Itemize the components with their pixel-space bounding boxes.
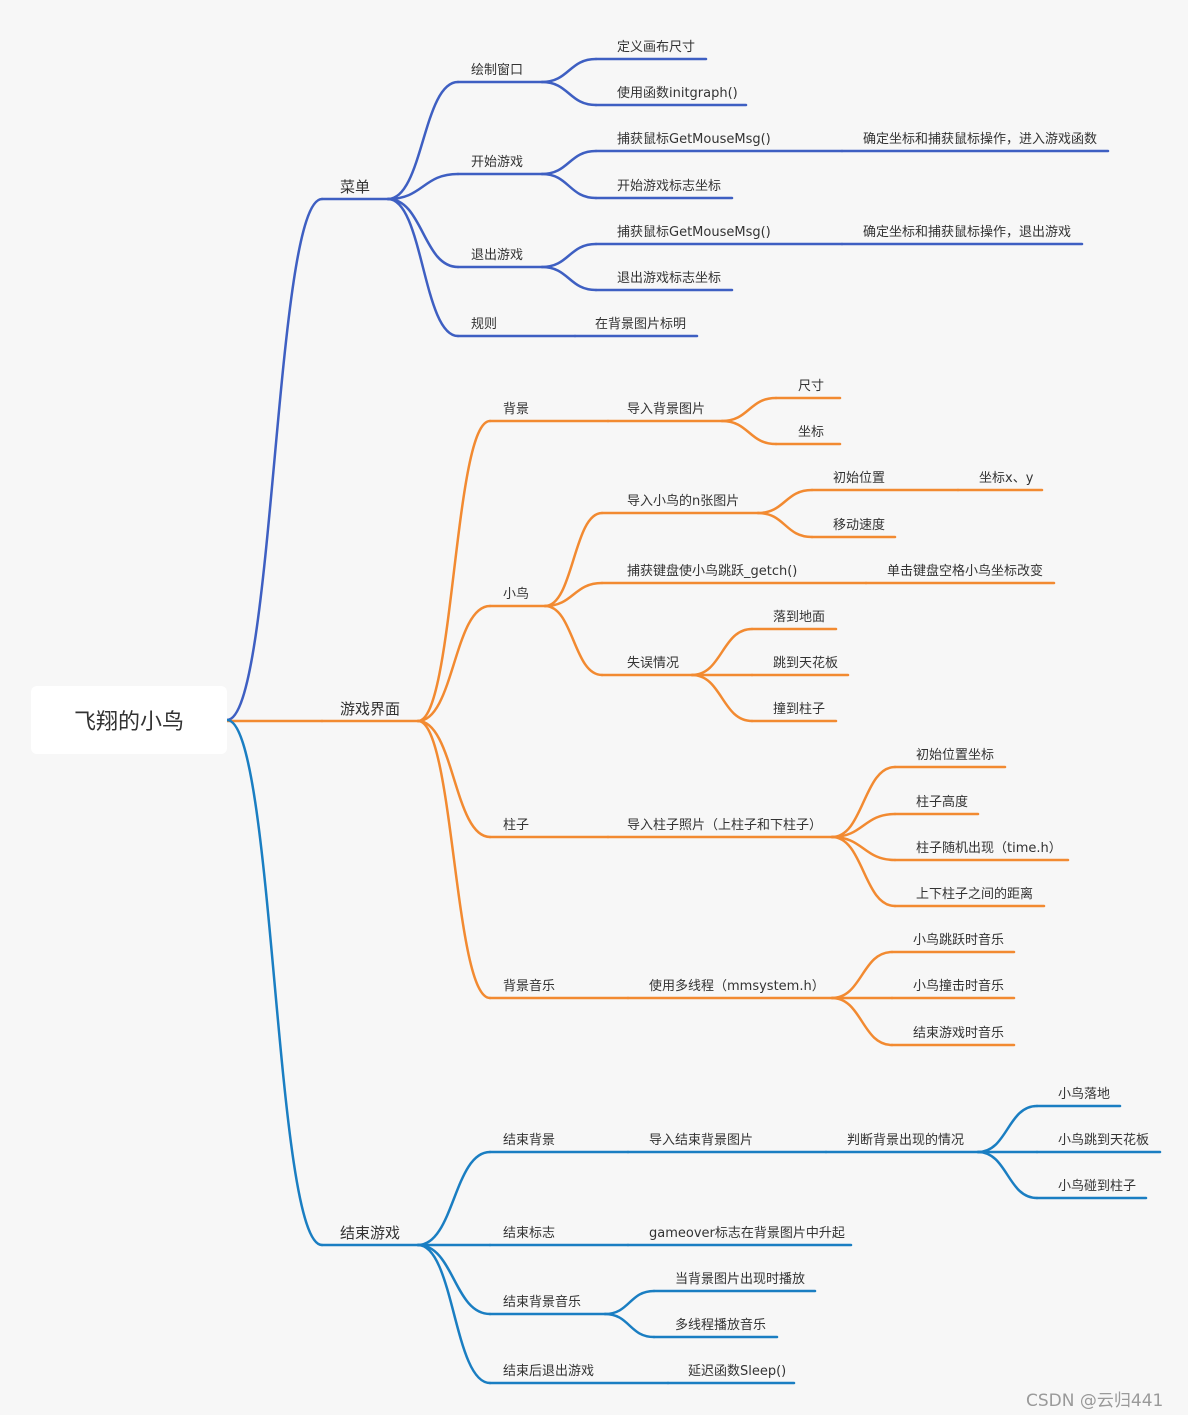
root-node[interactable]: 飞翔的小鸟 <box>31 686 227 754</box>
node-m2a[interactable]: 捕获鼠标GetMouseMsg() <box>617 132 771 147</box>
node-m3[interactable]: 退出游戏 <box>471 248 524 263</box>
node-g2a2[interactable]: 移动速度 <box>833 518 886 533</box>
node-g3a[interactable]: 导入柱子照片（上柱子和下柱子） <box>627 818 823 833</box>
connector-g2a <box>543 511 604 608</box>
connector-e1b3 <box>976 1150 1039 1200</box>
node-e1b2[interactable]: 小鸟跳到天花板 <box>1058 1133 1150 1148</box>
node-e4a[interactable]: 延迟函数Sleep() <box>688 1364 787 1379</box>
root-label: 飞翔的小鸟 <box>73 710 184 735</box>
node-m2[interactable]: 开始游戏 <box>471 155 524 170</box>
node-g4[interactable]: 背景音乐 <box>503 979 556 994</box>
connector-g3a4 <box>830 835 897 908</box>
node-e1[interactable]: 结束背景 <box>503 1133 556 1148</box>
node-g3[interactable]: 柱子 <box>503 818 530 833</box>
node-g1a1[interactable]: 尺寸 <box>798 379 825 394</box>
connector-g1 <box>416 419 492 723</box>
connector-m4 <box>386 197 460 338</box>
connector-e3a <box>603 1289 656 1316</box>
connector-g3a2 <box>830 812 897 839</box>
connector-m2 <box>386 172 460 201</box>
node-m1[interactable]: 绘制窗口 <box>471 63 524 78</box>
connector-g4a1 <box>830 950 894 1000</box>
connector-g2a1 <box>756 488 814 515</box>
connector-g2 <box>416 604 492 723</box>
node-m3b[interactable]: 退出游戏标志坐标 <box>617 271 722 286</box>
node-e[interactable]: 结束游戏 <box>340 1224 401 1242</box>
connector-g3 <box>416 719 492 839</box>
connector-g2b <box>543 581 604 608</box>
node-g2a1x[interactable]: 坐标x、y <box>979 471 1034 486</box>
node-m3a1[interactable]: 确定坐标和捕获鼠标操作，退出游戏 <box>863 225 1072 240</box>
node-e1b3[interactable]: 小鸟碰到柱子 <box>1058 1179 1137 1194</box>
node-g3a2[interactable]: 柱子高度 <box>916 795 969 810</box>
node-e2[interactable]: 结束标志 <box>503 1226 556 1241</box>
connector-g1a1 <box>720 396 778 423</box>
node-m4a[interactable]: 在背景图片标明 <box>595 317 687 332</box>
node-g4a1[interactable]: 小鸟跳跃时音乐 <box>913 933 1005 948</box>
connector-m3 <box>386 197 460 269</box>
node-e3a[interactable]: 当背景图片出现时播放 <box>675 1272 806 1287</box>
node-e2a[interactable]: gameover标志在背景图片中升起 <box>649 1226 845 1241</box>
watermark: CSDN @云归441 <box>1026 1391 1164 1411</box>
connector-e3 <box>416 1243 492 1316</box>
connector-m1a <box>540 57 598 84</box>
node-e3b[interactable]: 多线程播放音乐 <box>675 1318 767 1333</box>
connector-g2a2 <box>756 511 814 539</box>
connector-m2b <box>540 172 598 200</box>
node-g2[interactable]: 小鸟 <box>503 587 530 602</box>
connector-e3b <box>603 1312 656 1339</box>
node-g2a[interactable]: 导入小鸟的n张图片 <box>627 494 740 509</box>
connector-e1b1 <box>976 1104 1039 1154</box>
node-m1b[interactable]: 使用函数initgraph() <box>617 86 738 101</box>
connector-g1a2 <box>720 419 778 446</box>
connector-g2c1 <box>690 627 754 677</box>
node-g1a[interactable]: 导入背景图片 <box>627 402 706 417</box>
node-g1a2[interactable]: 坐标 <box>798 425 825 440</box>
node-g4a3[interactable]: 结束游戏时音乐 <box>913 1026 1005 1041</box>
connector-m1b <box>540 80 598 107</box>
node-e4[interactable]: 结束后退出游戏 <box>503 1364 595 1379</box>
connector-g2c3 <box>690 673 754 723</box>
connector-m3a <box>540 242 598 269</box>
node-e1b1[interactable]: 小鸟落地 <box>1058 1087 1111 1102</box>
node-m1a[interactable]: 定义画布尺寸 <box>617 40 696 55</box>
node-g3a1[interactable]: 初始位置坐标 <box>916 748 995 763</box>
node-g3a3[interactable]: 柱子随机出现（time.h） <box>916 841 1062 856</box>
connector-m1 <box>386 80 460 201</box>
node-g4a2[interactable]: 小鸟撞击时音乐 <box>913 979 1005 994</box>
node-e1a[interactable]: 导入结束背景图片 <box>649 1133 754 1148</box>
node-g2c3[interactable]: 撞到柱子 <box>773 702 826 717</box>
node-m2a1[interactable]: 确定坐标和捕获鼠标操作，进入游戏函数 <box>863 132 1098 147</box>
connector-g4a3 <box>830 996 894 1047</box>
node-m[interactable]: 菜单 <box>340 178 371 196</box>
node-m4[interactable]: 规则 <box>471 317 498 332</box>
node-e1b[interactable]: 判断背景出现的情况 <box>847 1133 965 1148</box>
connector-m2a <box>540 149 598 176</box>
node-m2b[interactable]: 开始游戏标志坐标 <box>617 179 722 194</box>
node-g2b[interactable]: 捕获键盘使小鸟跳跃_getch() <box>627 564 798 579</box>
connector-g4 <box>416 719 492 1000</box>
node-g2c2[interactable]: 跳到天花板 <box>773 656 839 671</box>
connector-m <box>225 197 324 722</box>
connector-e <box>225 718 324 1247</box>
node-g2a1[interactable]: 初始位置 <box>833 471 886 486</box>
node-g[interactable]: 游戏界面 <box>340 700 401 718</box>
node-e3[interactable]: 结束背景音乐 <box>503 1295 582 1310</box>
connector-m3b <box>540 265 598 292</box>
node-g3a4[interactable]: 上下柱子之间的距离 <box>916 887 1034 902</box>
node-g2c1[interactable]: 落到地面 <box>773 610 826 625</box>
connector-g2c <box>543 604 604 677</box>
connector-e4 <box>416 1243 492 1385</box>
node-g4a[interactable]: 使用多线程（mmsystem.h） <box>649 979 825 994</box>
node-g1[interactable]: 背景 <box>503 402 530 417</box>
node-g2c[interactable]: 失误情况 <box>627 656 680 671</box>
node-g2b1[interactable]: 单击键盘空格小鸟坐标改变 <box>887 564 1044 579</box>
node-m3a[interactable]: 捕获鼠标GetMouseMsg() <box>617 225 771 240</box>
connector-e1 <box>416 1150 492 1247</box>
connector-g3a1 <box>830 765 897 839</box>
